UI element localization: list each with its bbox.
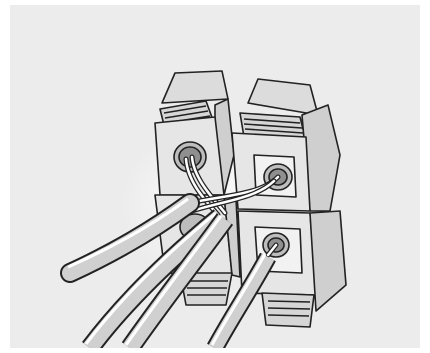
- cable-4: [207, 252, 276, 348]
- illustration-panel: [10, 5, 420, 348]
- cable-1: [60, 193, 200, 283]
- terminal-upper-right: [231, 78, 341, 212]
- cable-3: [121, 213, 234, 348]
- terminal-upper-left: [154, 70, 235, 196]
- speaker-terminal-drawing: [60, 70, 347, 348]
